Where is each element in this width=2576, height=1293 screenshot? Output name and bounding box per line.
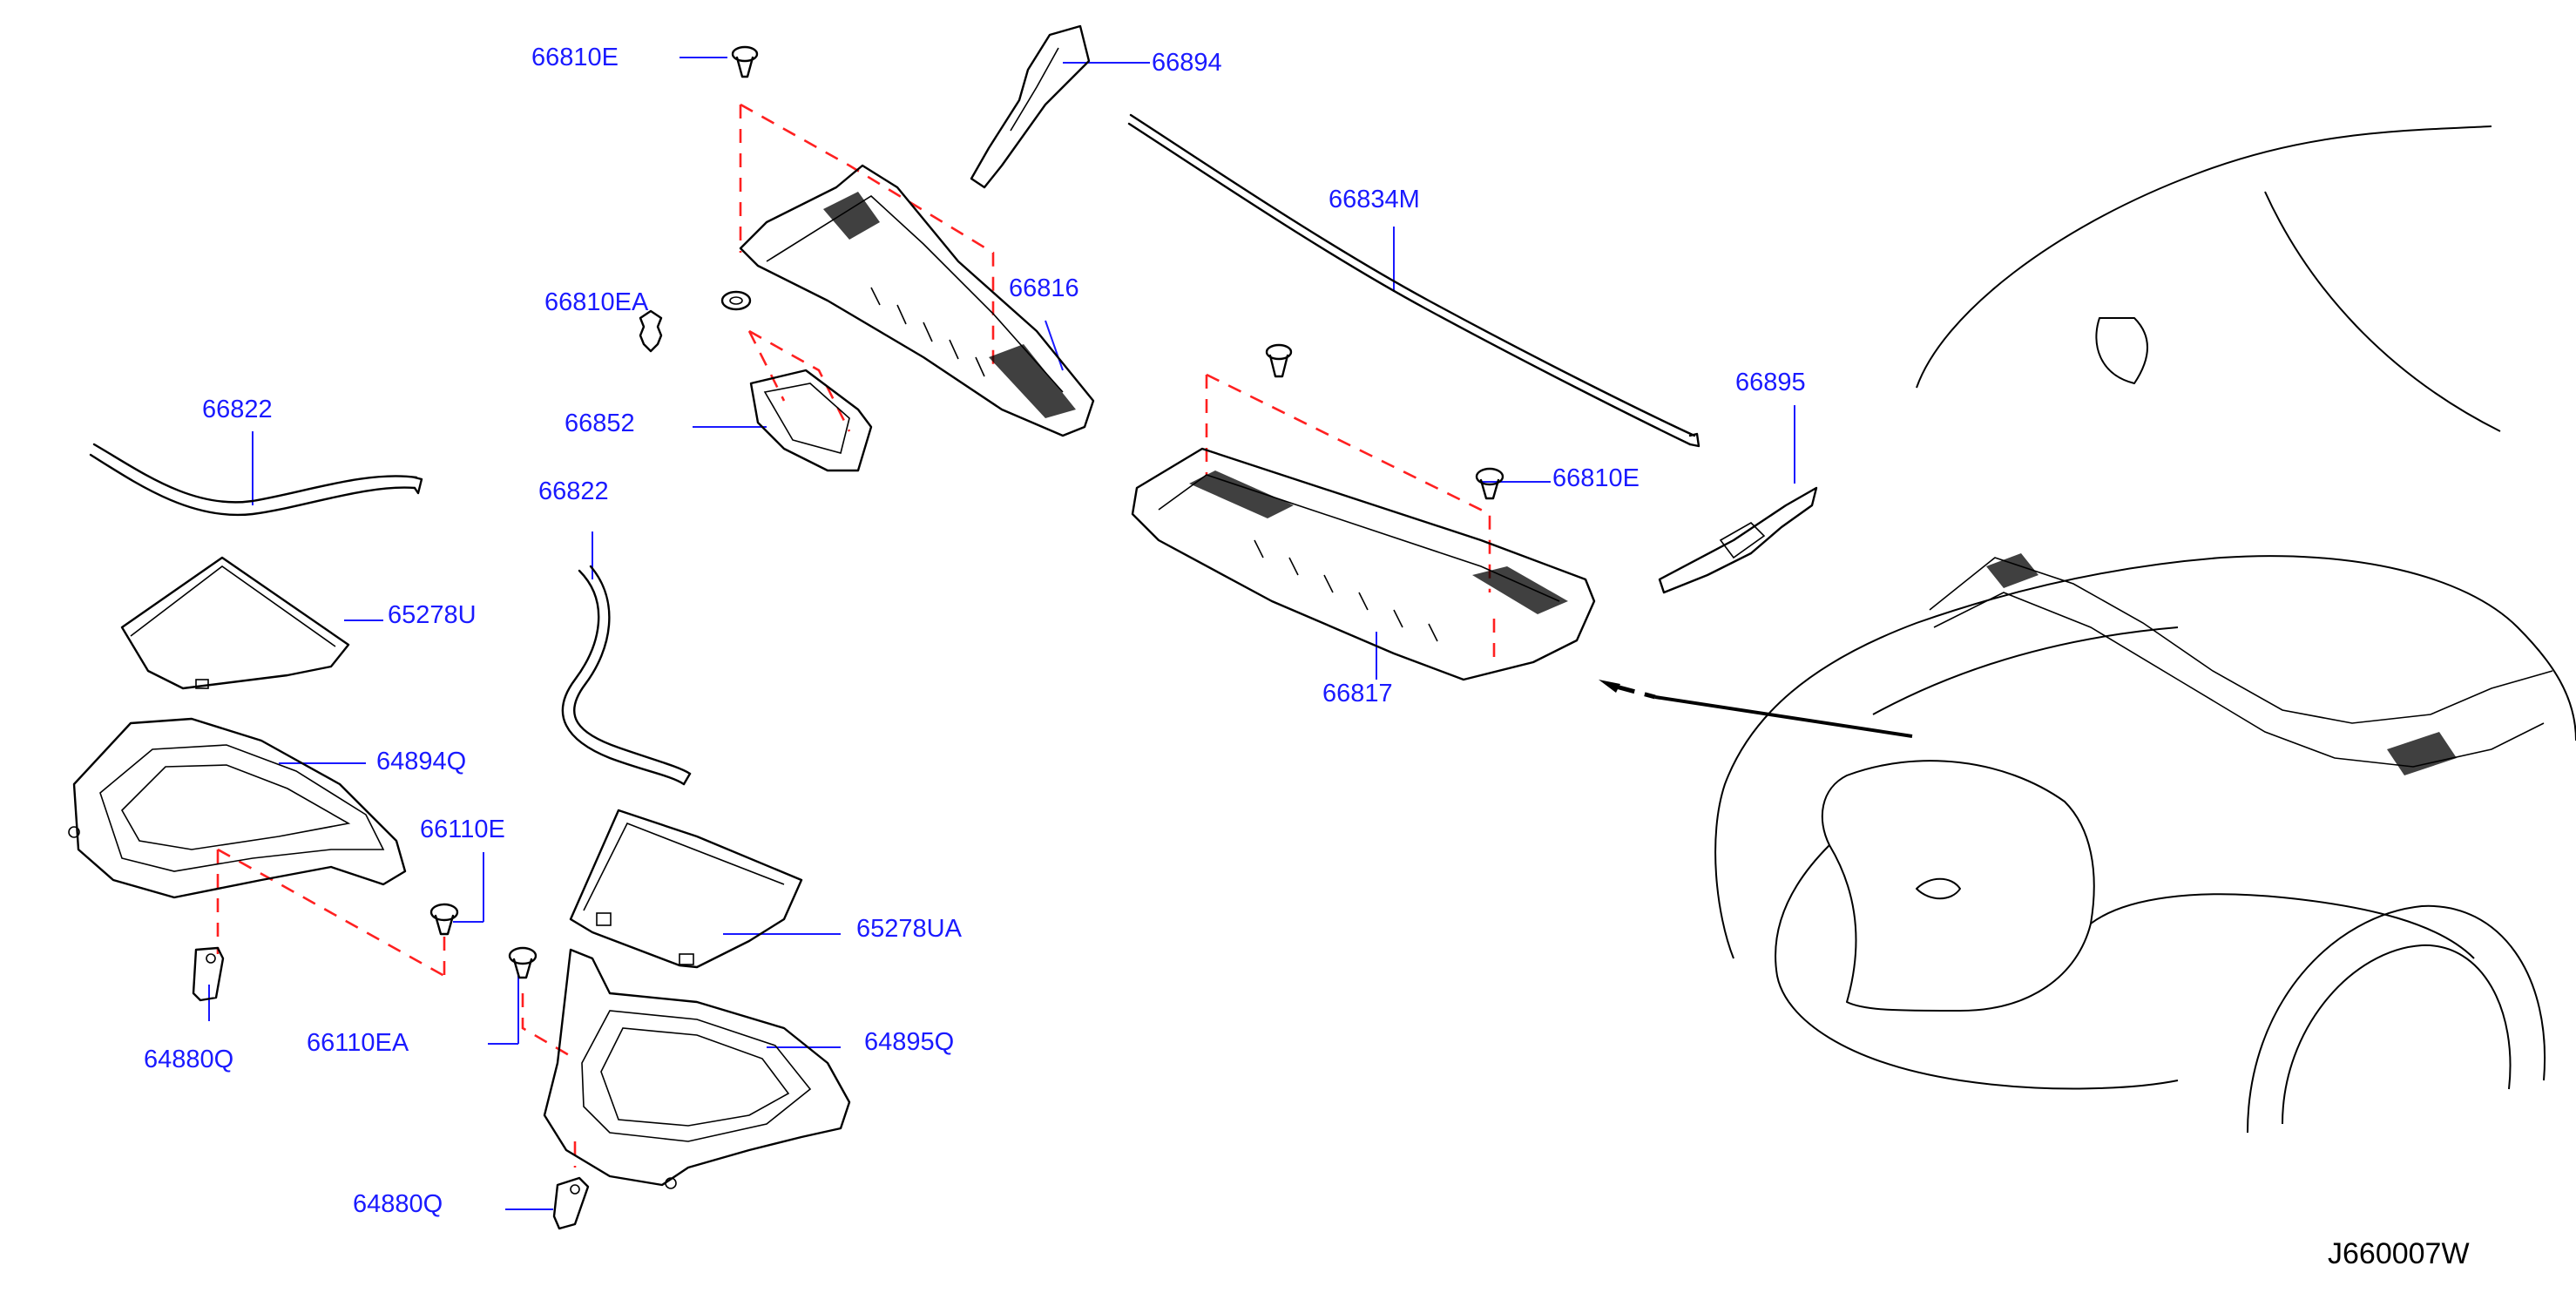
part-64894Q-housing [68, 717, 407, 899]
part-65278U-cover [120, 556, 350, 690]
diagram-id: J660007W [2328, 1237, 2470, 1270]
part-65278UA-cover [569, 809, 803, 969]
callout-66894[interactable]: 66894 [1152, 49, 1222, 77]
callout-66810EA[interactable]: 66810EA [544, 288, 649, 316]
callout-65278UA[interactable]: 65278UA [856, 915, 962, 943]
callout-66110E[interactable]: 66110E [420, 816, 505, 843]
callout-66834M[interactable]: 66834M [1329, 186, 1420, 213]
part-64895Q-housing [543, 948, 851, 1189]
callout-66852[interactable]: 66852 [565, 410, 635, 437]
leader-lines [208, 57, 1795, 1210]
part-66852-cover [749, 369, 873, 472]
part-66834M-seal [1127, 113, 1700, 448]
callout-66110EA[interactable]: 66110EA [307, 1029, 409, 1057]
callout-64895Q[interactable]: 64895Q [864, 1028, 955, 1056]
clip-center [1265, 343, 1293, 378]
callout-66810E-top[interactable]: 66810E [531, 44, 619, 71]
callout-64880Q-bottom[interactable]: 64880Q [353, 1190, 443, 1218]
assembly-guides [216, 103, 1496, 1168]
part-66816-cowl-top [739, 164, 1095, 437]
callout-64880Q-left[interactable]: 64880Q [144, 1046, 234, 1073]
clip-66810E-right [1475, 467, 1504, 500]
callout-66810E-right[interactable]: 66810E [1552, 464, 1640, 492]
part-64880Q-bracket-left [192, 946, 225, 1002]
clip-66810EA [639, 290, 752, 353]
part-66822-strip-mid [561, 565, 692, 786]
callout-66816[interactable]: 66816 [1009, 274, 1079, 302]
callout-66822-mid[interactable]: 66822 [538, 477, 609, 505]
callout-64894Q[interactable]: 64894Q [376, 748, 467, 775]
car-outline [1714, 125, 2576, 1134]
part-66817-cowl-bottom [1131, 447, 1596, 681]
location-pointer [1599, 680, 1913, 738]
clip-66810E-top [731, 45, 759, 78]
part-66894-bracket [970, 24, 1091, 189]
callout-66817[interactable]: 66817 [1322, 680, 1393, 707]
callout-66895[interactable]: 66895 [1735, 369, 1806, 396]
callout-65278U[interactable]: 65278U [388, 601, 477, 629]
part-64880Q-bracket-bottom [552, 1176, 590, 1230]
clip-66110EA [508, 946, 538, 979]
clip-66110E [429, 903, 459, 936]
callout-66822-left[interactable]: 66822 [202, 396, 273, 423]
part-66895-bracket [1658, 486, 1818, 594]
part-66822-strip-left [89, 443, 423, 517]
